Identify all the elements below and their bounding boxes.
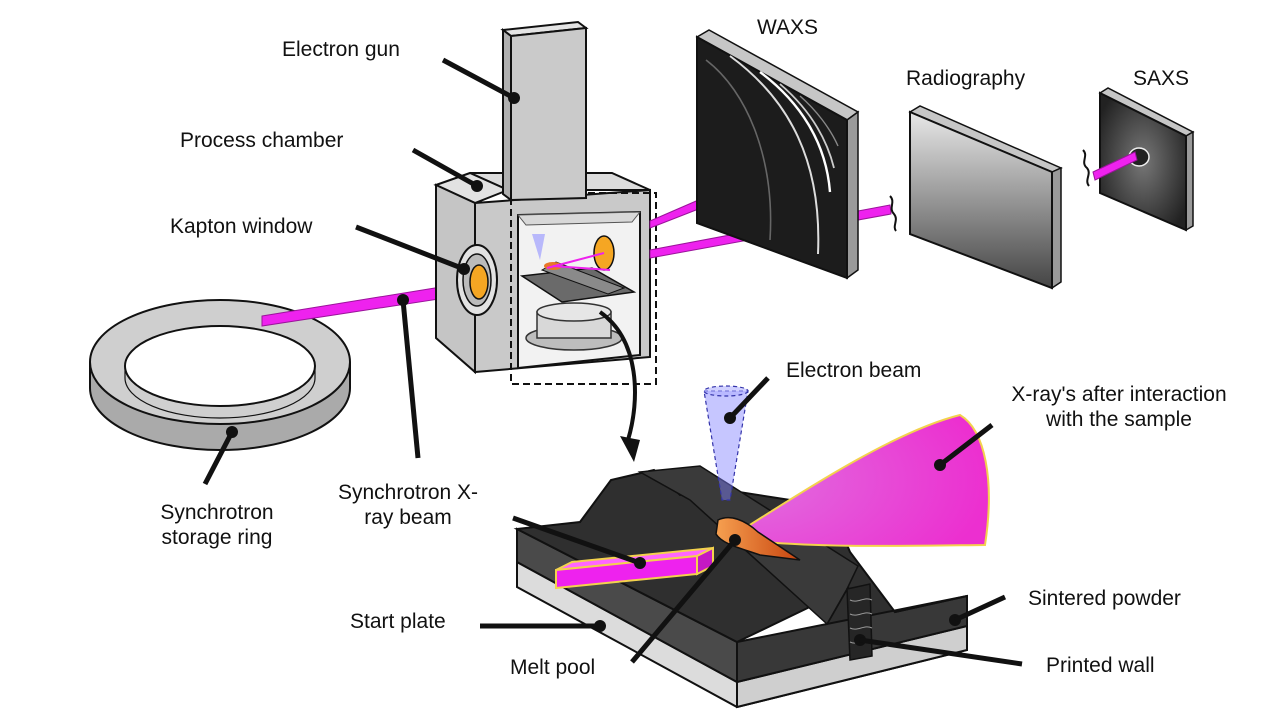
storage-ring — [89, 299, 351, 451]
radiography-detector — [908, 105, 1063, 290]
storage-ring-label-line1: Synchrotron — [160, 501, 274, 524]
zoom-arrow-head — [620, 436, 640, 462]
electron-gun — [500, 20, 589, 202]
xray-bar-leader — [512, 515, 641, 566]
zoom-arrow — [598, 310, 637, 441]
kapton-window — [456, 244, 498, 316]
kapton-window-leader — [355, 224, 465, 272]
electron-gun-label: Electron gun — [282, 38, 400, 61]
beam-break-2 — [1082, 149, 1090, 187]
beam-break-1 — [889, 195, 897, 232]
process-chamber-label: Process chamber — [180, 129, 344, 152]
kapton-window-label: Kapton window — [170, 215, 313, 238]
process-chamber-leader — [411, 147, 479, 189]
melt-pool-leader — [630, 538, 737, 664]
xray-beam-label-line1: Synchrotron X- — [337, 481, 479, 504]
melt-pool-shape — [715, 516, 801, 561]
saxs-detector — [1098, 87, 1195, 232]
electron-gun-leader — [441, 57, 516, 101]
sintered-powder-label: Sintered powder — [1028, 587, 1181, 610]
xray-after-label-line2: with the sample — [1046, 408, 1192, 431]
xray-fan-leader — [938, 423, 994, 467]
sintered-powder-leader — [953, 594, 1007, 623]
xray-fan — [741, 413, 990, 547]
xray-after-label-line1: X-ray's after interaction — [1011, 383, 1227, 406]
printed-wall-leader — [859, 637, 1023, 667]
xray-beam-label: Synchrotron X- ray beam — [318, 480, 498, 530]
electron-beam-top — [703, 385, 749, 397]
xray-after-label: X-ray's after interaction with the sampl… — [984, 382, 1254, 432]
electron-beam-leader — [728, 376, 770, 420]
electron-beam-label: Electron beam — [786, 359, 922, 382]
melt-pool-label: Melt pool — [510, 656, 596, 679]
storage-ring-label-line2: storage ring — [161, 526, 273, 549]
radiography-label: Radiography — [906, 67, 1026, 90]
printed-wall-label: Printed wall — [1046, 654, 1155, 677]
saxs-label: SAXS — [1133, 67, 1190, 90]
start-plate-label: Start plate — [350, 610, 446, 633]
waxs-detector — [695, 29, 860, 280]
saxs-beam — [1092, 151, 1138, 181]
xray-beam-label-line2: ray beam — [364, 506, 452, 529]
waxs-label: WAXS — [757, 16, 819, 39]
xray-beam-leader — [400, 299, 421, 459]
storage-ring-leader — [202, 430, 235, 486]
storage-ring-label: Synchrotron storage ring — [132, 500, 302, 550]
